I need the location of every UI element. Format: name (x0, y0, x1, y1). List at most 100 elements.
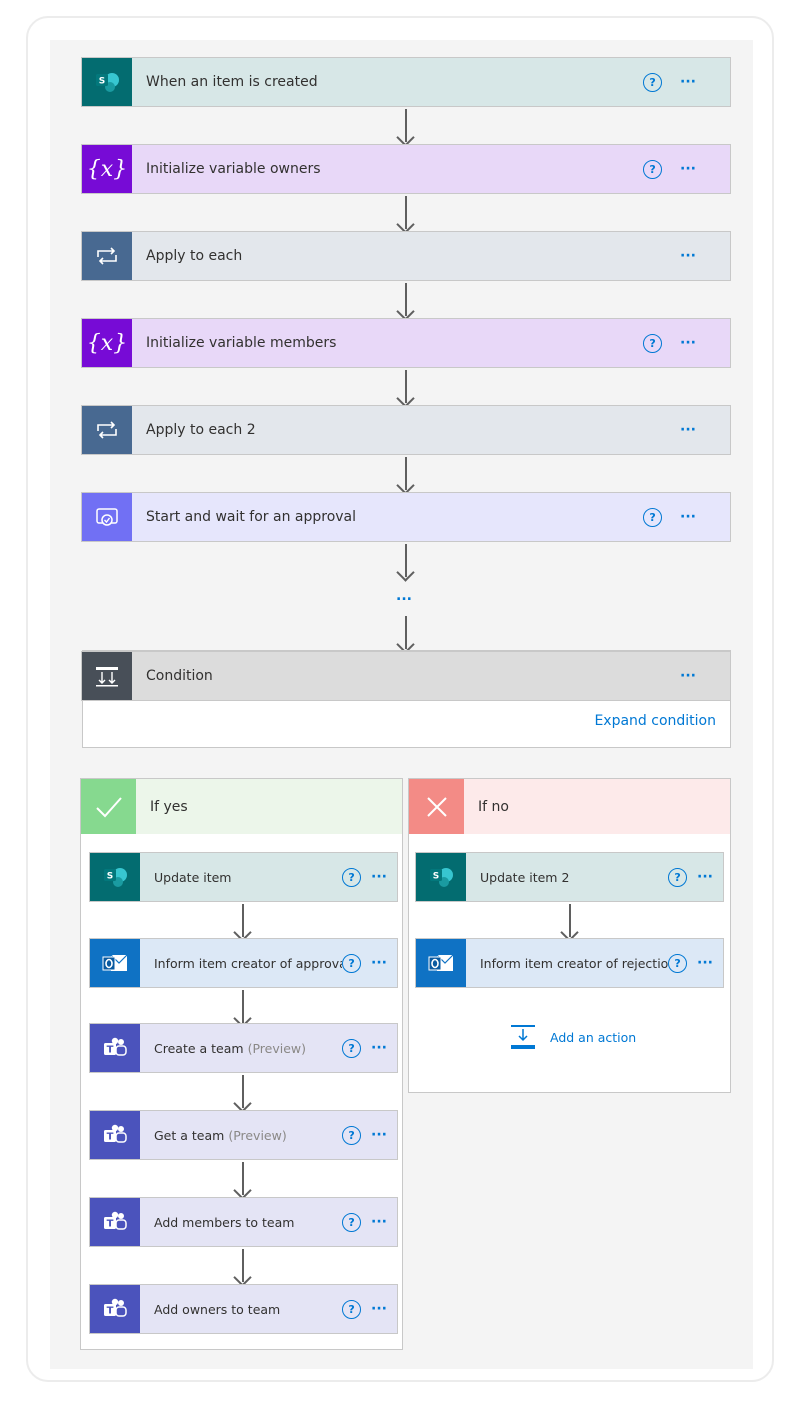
if-no-branch: If no (408, 778, 731, 1093)
checkmark-icon (81, 779, 136, 834)
add-an-action-button[interactable]: Add an action (510, 1024, 636, 1050)
step-title: When an item is created (146, 74, 318, 90)
variable-icon: {x} (82, 145, 132, 193)
help-icon[interactable]: ? (342, 1212, 362, 1232)
connector-arrow (233, 1249, 253, 1284)
connector-arrow (396, 370, 416, 405)
step-title: Apply to each (146, 248, 243, 264)
svg-text:T: T (107, 1306, 114, 1317)
loop-icon (82, 232, 132, 280)
apply-to-each-card[interactable]: Apply to each ··· (81, 231, 731, 281)
svg-text:T: T (107, 1132, 114, 1143)
sharepoint-icon: S (416, 853, 466, 901)
sharepoint-icon: S (90, 853, 140, 901)
step-title: Update item 2 (480, 869, 570, 885)
more-options-icon[interactable]: ··· (680, 74, 696, 90)
loop-icon (82, 406, 132, 454)
trigger-card[interactable]: S When an item is created ? ··· (81, 57, 731, 107)
connector-arrow (560, 904, 580, 939)
close-icon (409, 779, 464, 834)
svg-text:S: S (433, 872, 439, 882)
approval-icon (82, 493, 132, 541)
outlook-icon (416, 939, 466, 987)
help-icon[interactable]: ? (668, 867, 688, 887)
more-options-icon[interactable]: ··· (371, 1040, 387, 1056)
outlook-icon (90, 939, 140, 987)
step-title: Add members to team (154, 1214, 295, 1230)
help-icon[interactable]: ? (342, 953, 362, 973)
step-title: Start and wait for an approval (146, 509, 357, 525)
more-options-icon[interactable]: ··· (680, 509, 696, 525)
more-options-icon[interactable]: ··· (697, 869, 713, 885)
svg-text:T: T (107, 1219, 114, 1230)
collapsed-steps-ellipsis[interactable]: ... (396, 588, 412, 604)
help-icon[interactable]: ? (342, 1299, 362, 1319)
add-an-action-label: Add an action (550, 1029, 637, 1045)
step-title: Add owners to team (154, 1301, 281, 1317)
step-title: Initialize variable owners (146, 161, 321, 177)
inform-approval-card[interactable]: Inform item creator of approval ? ··· (89, 938, 398, 988)
step-title: Create a team(Preview) (154, 1040, 306, 1056)
step-title: Get a team(Preview) (154, 1127, 287, 1143)
init-members-card[interactable]: {x} Initialize variable members ? ··· (81, 318, 731, 368)
help-icon[interactable]: ? (643, 72, 663, 92)
more-options-icon[interactable]: ··· (680, 161, 696, 177)
more-options-icon[interactable]: ··· (697, 955, 713, 971)
connector-arrow (396, 109, 416, 144)
more-options-icon[interactable]: ··· (371, 869, 387, 885)
more-options-icon[interactable]: ··· (371, 955, 387, 971)
if-yes-header[interactable]: If yes (81, 779, 402, 834)
teams-icon: T (90, 1024, 140, 1072)
more-options-icon[interactable]: ··· (680, 422, 696, 438)
more-options-icon[interactable]: ··· (371, 1214, 387, 1230)
help-icon[interactable]: ? (643, 333, 663, 353)
step-title: Update item (154, 869, 232, 885)
update-item-2-card[interactable]: S Update item 2 ? ··· (415, 852, 724, 902)
connector-arrow (233, 1075, 253, 1110)
add-owners-card[interactable]: T Add owners to team ? ··· (89, 1284, 398, 1334)
approval-card[interactable]: Start and wait for an approval ? ··· (81, 492, 731, 542)
teams-icon: T (90, 1285, 140, 1333)
init-owners-card[interactable]: {x} Initialize variable owners ? ··· (81, 144, 731, 194)
connector-arrow (233, 904, 253, 939)
more-options-icon[interactable]: ··· (680, 668, 696, 684)
more-options-icon[interactable]: ··· (680, 335, 696, 351)
connector-arrow (396, 196, 416, 231)
help-icon[interactable]: ? (643, 159, 663, 179)
sharepoint-icon: S (82, 58, 132, 106)
help-icon[interactable]: ? (342, 1125, 362, 1145)
help-icon[interactable]: ? (668, 953, 688, 973)
update-item-card[interactable]: S Update item ? ··· (89, 852, 398, 902)
add-members-card[interactable]: T Add members to team ? ··· (89, 1197, 398, 1247)
connector-arrow (396, 616, 416, 651)
step-title: Condition (146, 668, 213, 684)
more-options-icon[interactable]: ··· (371, 1301, 387, 1317)
connector-arrow (396, 457, 416, 492)
more-options-icon[interactable]: ··· (680, 248, 696, 264)
apply-to-each-2-card[interactable]: Apply to each 2 ··· (81, 405, 731, 455)
step-title: Apply to each 2 (146, 422, 256, 438)
step-title: Initialize variable members (146, 335, 337, 351)
get-team-card[interactable]: T Get a team(Preview) ? ··· (89, 1110, 398, 1160)
variable-icon: {x} (82, 319, 132, 367)
connector-arrow (233, 990, 253, 1025)
add-action-icon (511, 1025, 535, 1049)
condition-card[interactable]: Condition ··· (81, 651, 731, 701)
connector-arrow (233, 1162, 253, 1197)
if-yes-label: If yes (150, 798, 188, 815)
more-options-icon[interactable]: ··· (371, 1127, 387, 1143)
svg-text:S: S (107, 872, 113, 882)
connector-arrow (396, 283, 416, 318)
help-icon[interactable]: ? (342, 867, 362, 887)
if-no-label: If no (478, 798, 509, 815)
help-icon[interactable]: ? (342, 1038, 362, 1058)
teams-icon: T (90, 1111, 140, 1159)
inform-rejection-card[interactable]: Inform item creator of rejection ? ··· (415, 938, 724, 988)
svg-text:T: T (107, 1045, 114, 1056)
svg-text:S: S (99, 77, 105, 87)
create-team-card[interactable]: T Create a team(Preview) ? ··· (89, 1023, 398, 1073)
help-icon[interactable]: ? (643, 507, 663, 527)
expand-condition-link[interactable]: Expand condition (594, 713, 716, 729)
step-title: Inform item creator of approval (154, 955, 343, 971)
if-no-header[interactable]: If no (409, 779, 730, 834)
